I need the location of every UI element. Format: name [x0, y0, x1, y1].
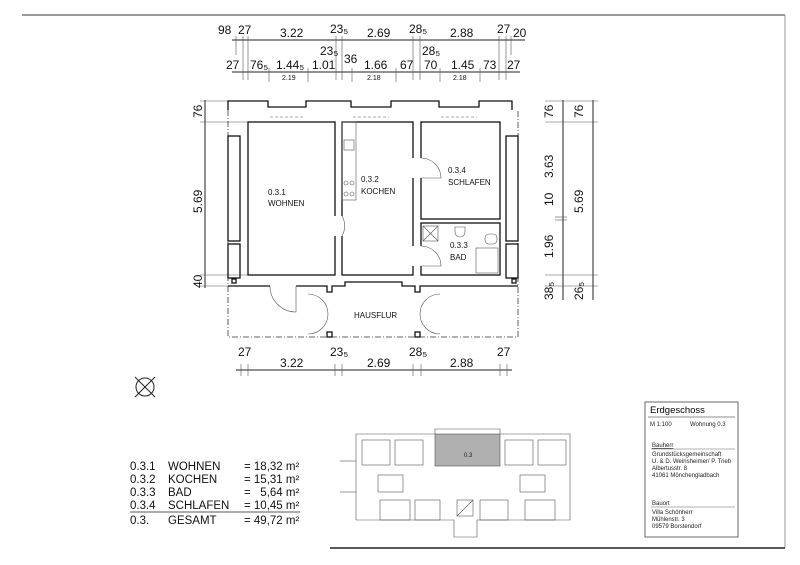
- dim-sub-label: 2.18: [453, 75, 467, 82]
- area-name: GESAMT: [168, 515, 217, 527]
- area-number: 0.3.1: [130, 461, 156, 473]
- area-row: 0.3.4 SCHLAFEN = 10,45 m²: [130, 500, 299, 512]
- room-wohnen: [247, 121, 336, 276]
- dim-label: 28₅: [409, 345, 427, 359]
- site-line: Villa Schönherr: [652, 510, 693, 516]
- area-name: SCHLAFEN: [168, 500, 229, 512]
- dim-label: 3.22: [280, 356, 304, 370]
- dim-label: 2.69: [367, 26, 391, 40]
- area-row: 0.3.3 BAD = 5,64 m²: [130, 487, 299, 499]
- dim-label: 76₅: [250, 58, 268, 72]
- drawing-unit: Wohnung 0.3: [690, 422, 726, 428]
- area-value: = 15,31 m²: [244, 474, 299, 486]
- dim-label: 1.96: [542, 234, 556, 258]
- dim-label: 28₅: [409, 22, 427, 36]
- area-name: KOCHEN: [168, 474, 217, 486]
- dim-label: 1.45: [451, 58, 475, 72]
- dim-label: 28₅: [422, 44, 440, 58]
- client-heading: Bauherr: [652, 443, 673, 449]
- dim-label: 23₅: [330, 345, 348, 359]
- client-line: 41061 Mönchengladbach: [652, 473, 719, 479]
- dim-label: 27: [238, 345, 252, 359]
- area-value: = 5,64 m²: [244, 487, 299, 499]
- area-value: = 10,45 m²: [244, 500, 299, 512]
- dim-sub-label: 2.19: [282, 75, 296, 82]
- area-total-row: 0.3. GESAMT = 49,72 m²: [130, 515, 299, 527]
- area-row: 0.3.1 WOHNEN = 18,32 m²: [130, 461, 299, 473]
- dim-label: 2.88: [450, 26, 474, 40]
- area-table: 0.3.1 WOHNEN = 18,32 m² 0.3.2 KOCHEN = 1…: [130, 461, 300, 527]
- client-line: U. & D. Weinsheimer/ P. Trieb: [652, 459, 732, 465]
- dim-label: 5.69: [572, 189, 586, 213]
- dim-label: 67: [400, 58, 414, 72]
- dim-label: 27: [507, 58, 521, 72]
- room-number: 0.3.4: [448, 166, 466, 175]
- dim-label: 1.01: [312, 58, 336, 72]
- dim-label: 2.69: [367, 356, 391, 370]
- apartment-plan: 0.3.1 WOHNEN 0.3.2 KOCHEN 0.3.3 BAD 0.3.…: [227, 100, 519, 338]
- top-dimensions: 98 27 3.22 23₅ 2.69 28₅ 2.88 27 20 27 76…: [218, 22, 527, 82]
- dim-label: 40: [191, 274, 205, 288]
- room-name: BAD: [450, 253, 467, 262]
- room-name: KOCHEN: [361, 187, 395, 196]
- area-number: 0.3.: [130, 515, 149, 527]
- site-line: 09579 Borstendorf: [652, 524, 702, 530]
- area-value: = 18,32 m²: [244, 461, 299, 473]
- dim-label: 76: [191, 104, 205, 118]
- client-line: Albertusstr. 8: [652, 466, 688, 472]
- dim-label: 27: [497, 22, 511, 36]
- right-dimensions: 76 3.63 10 1.96 38₅ 76 5.69 26₅: [542, 100, 598, 300]
- area-number: 0.3.2: [130, 474, 156, 486]
- dim-label: 27: [497, 345, 511, 359]
- key-plan: 0.3: [340, 428, 571, 538]
- dim-label: 20: [513, 26, 527, 40]
- key-plan-highlight: [434, 433, 501, 467]
- room-number: 0.3.1: [268, 188, 286, 197]
- dim-label: 1.44₅: [276, 58, 304, 72]
- bottom-dimensions: 27 3.22 23₅ 2.69 28₅ 2.88 27: [236, 345, 512, 376]
- dim-label: 3.63: [542, 154, 556, 178]
- dim-label: 3.22: [280, 26, 304, 40]
- room-name: WOHNEN: [268, 199, 305, 208]
- area-name: BAD: [168, 487, 192, 499]
- dim-label: 76: [542, 104, 556, 118]
- key-plan-label: 0.3: [464, 453, 473, 459]
- area-name: WOHNEN: [168, 461, 220, 473]
- room-number: 0.3.3: [450, 241, 468, 250]
- dim-label: 73: [483, 58, 497, 72]
- dim-label: 76: [572, 104, 586, 118]
- dim-label: 27: [238, 23, 252, 37]
- area-number: 0.3.4: [130, 500, 156, 512]
- dim-label: 38₅: [542, 282, 556, 300]
- site-line: Mühlenstr. 3: [652, 517, 685, 523]
- area-value: = 49,72 m²: [244, 515, 299, 527]
- dim-label: 36: [344, 52, 358, 66]
- north-arrow-icon: [134, 376, 156, 398]
- drawing-scale: M 1:100: [650, 422, 672, 428]
- dim-label: 70: [424, 58, 438, 72]
- room-kochen: [341, 121, 414, 276]
- title-block: Erdgeschoss M 1:100 Wohnung 0.3 Bauherr …: [644, 401, 739, 538]
- dim-label: 10: [542, 192, 556, 206]
- dim-label: 23₅: [320, 44, 338, 58]
- room-number: 0.3.2: [361, 175, 379, 184]
- dim-label: 98: [218, 23, 232, 37]
- dim-sub-label: 2.18: [367, 75, 381, 82]
- dim-label: 23₅: [330, 22, 348, 36]
- dim-label: 26₅: [572, 282, 586, 300]
- site-heading: Bauort: [652, 501, 670, 507]
- area-row: 0.3.2 KOCHEN = 15,31 m²: [130, 474, 299, 486]
- dim-label: 2.88: [450, 356, 474, 370]
- room-name: SCHLAFEN: [448, 178, 491, 187]
- dim-label: 27: [226, 58, 240, 72]
- dim-label: 5.69: [191, 189, 205, 213]
- client-line: Grundstücksgemeinschaft: [652, 452, 722, 458]
- corridor-label: HAUSFLUR: [354, 311, 397, 320]
- area-number: 0.3.3: [130, 487, 156, 499]
- dim-label: 1.66: [364, 58, 388, 72]
- drawing-title: Erdgeschoss: [650, 405, 705, 416]
- left-dimensions: 76 5.69 40: [191, 100, 248, 288]
